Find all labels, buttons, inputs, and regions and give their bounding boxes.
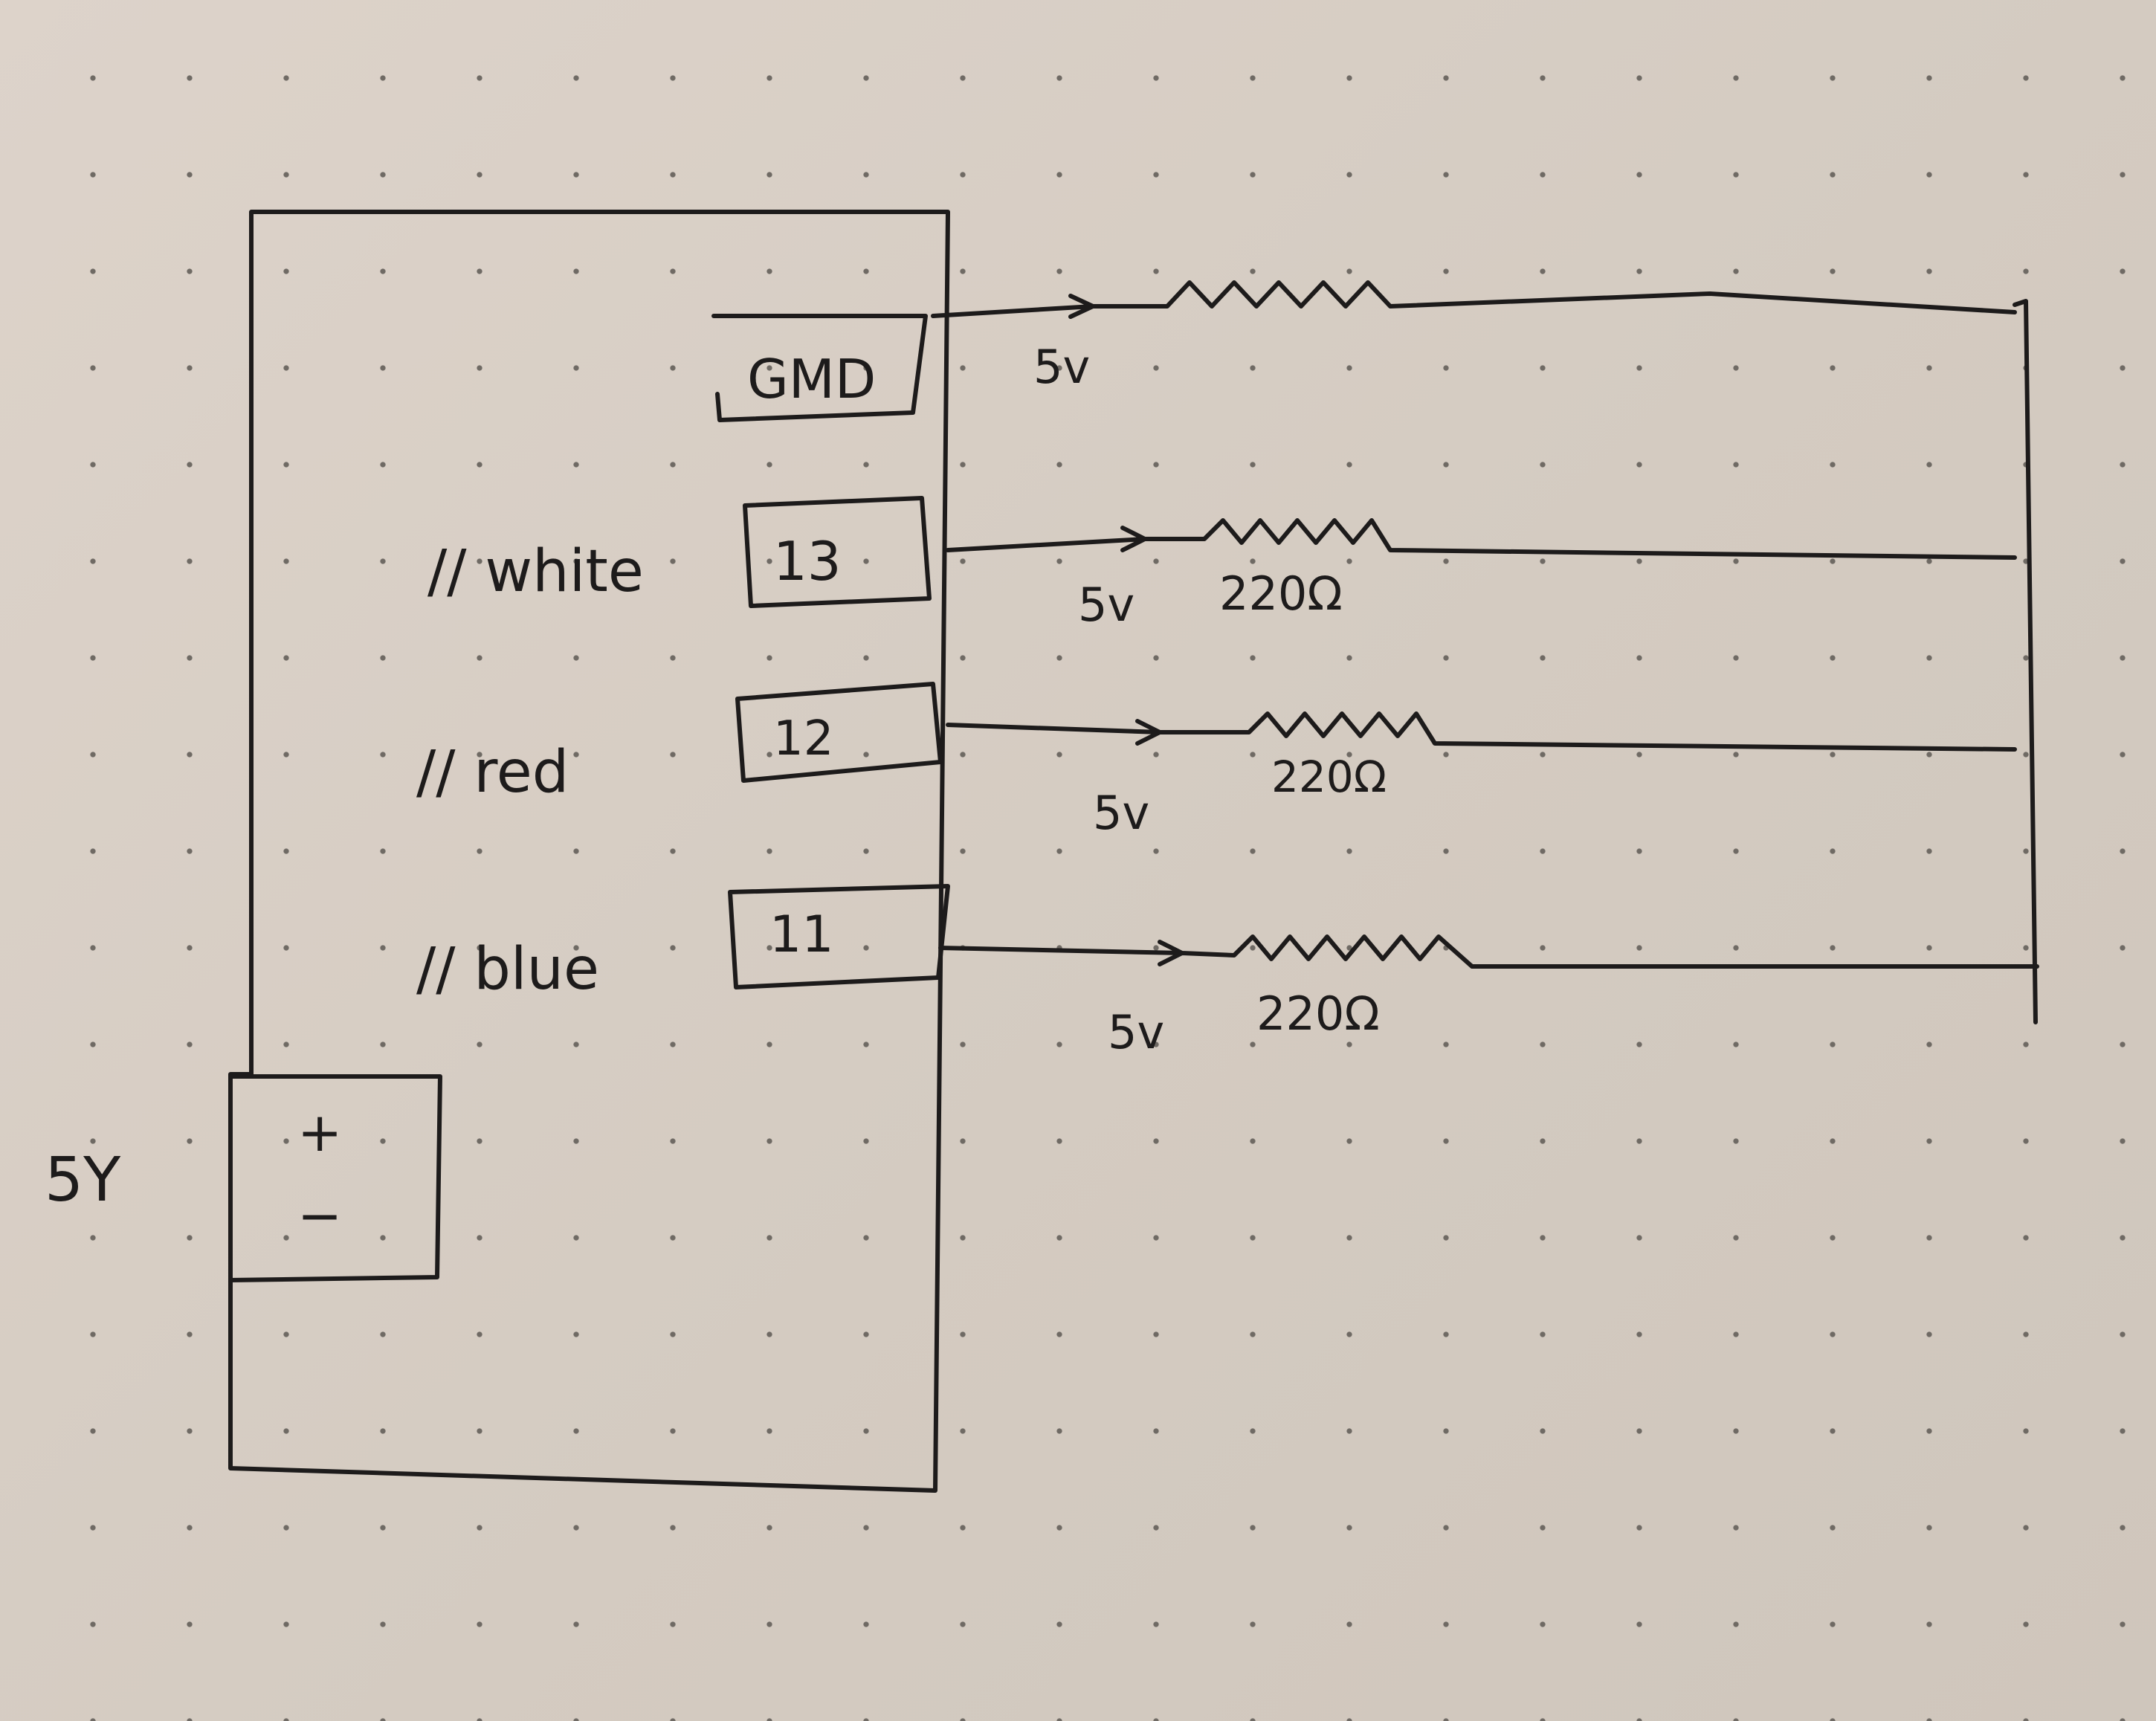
- pin-box-12: [735, 682, 943, 783]
- battery-minus-label: −: [297, 1184, 342, 1247]
- right-bus: [2013, 299, 2038, 1024]
- supply-label: 5Y: [45, 1145, 121, 1215]
- pin-label-gmd: GMD: [747, 348, 876, 410]
- pin-label-13: 13: [773, 530, 842, 592]
- voltage-label-11: 5v: [1108, 1005, 1164, 1059]
- battery-plus-label: +: [297, 1101, 342, 1163]
- voltage-label-13: 5v: [1078, 578, 1135, 632]
- resistor-label-11: 220Ω: [1256, 987, 1380, 1041]
- wire-12: [946, 711, 2017, 752]
- resistor-label-13: 220Ω: [1219, 566, 1343, 621]
- battery-box: [228, 1074, 442, 1282]
- pin-box-11: [728, 884, 950, 989]
- voltage-label-12: 5v: [1093, 786, 1149, 840]
- comment-blue: // blue: [416, 936, 599, 1003]
- pin-label-12: 12: [773, 711, 833, 766]
- pin-label-11: 11: [769, 905, 834, 964]
- wire-11: [938, 934, 2039, 969]
- wire-gmd: [931, 280, 2017, 319]
- comment-red: // red: [416, 739, 569, 806]
- pin-box-13: [743, 496, 932, 608]
- comment-white: // white: [427, 538, 644, 605]
- resistor-label-12: 220Ω: [1271, 752, 1387, 802]
- pin-box-gmd: [711, 314, 928, 422]
- wire-13: [946, 518, 2017, 560]
- voltage-label-gmd: 5v: [1033, 340, 1090, 394]
